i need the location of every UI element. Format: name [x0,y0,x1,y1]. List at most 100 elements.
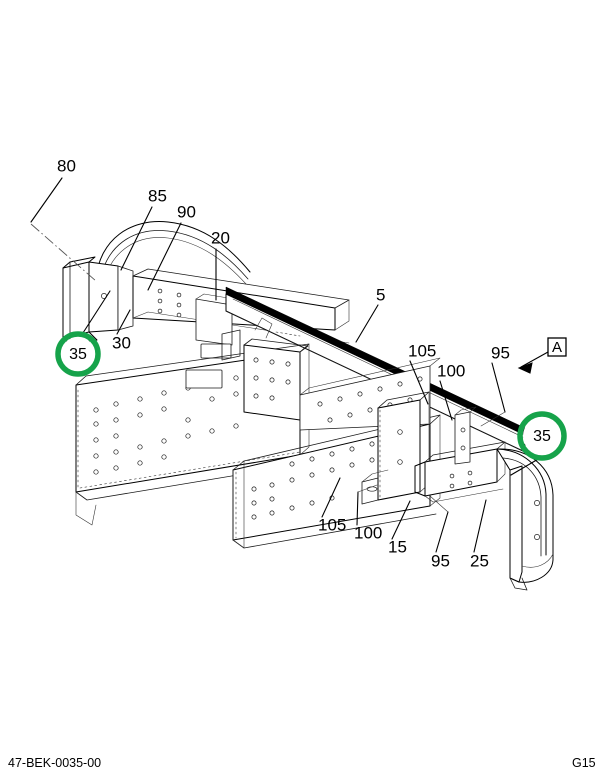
beam-hole [176,292,182,298]
beam-hole [157,298,163,304]
leader-15 [391,500,411,540]
callout-105-9: 105 [318,515,346,534]
left-frame-top-flange [75,343,310,386]
right-frame-right-edge [429,414,441,507]
wrap-hole [534,534,540,540]
right-end-wrap-outer [496,448,554,583]
beam-hole [176,302,182,308]
callout-80-0: 80 [57,156,76,175]
left-frame-rivet-strip [79,451,301,489]
ring-right-fill [523,417,561,455]
ring-left-fill [61,337,95,371]
leader-80-dashdot [30,223,97,282]
callout-30-4: 30 [112,333,131,352]
upper-beam-top [132,268,350,309]
leader-95-bottom [435,511,449,553]
center-window-slot [185,369,223,389]
left-endcap-front-face [88,261,119,333]
ring-left-label: 35 [69,346,87,363]
view-arrow-head [517,362,533,374]
view-direction-marker: A [517,337,567,374]
beam-hole [467,470,473,476]
callout-20-3: 20 [211,228,230,247]
rail-highlight [232,298,530,441]
leader-30 [116,309,131,335]
right-end-wrap-inner2 [502,457,542,557]
leader-105-bottom [321,477,341,518]
bumper-arch-inner2 [102,237,247,289]
mount-bracket-foot [361,477,379,505]
leader-lines [30,177,541,553]
leader-95-top-tail [480,411,506,427]
leader-105-top [409,360,429,405]
ring-right [517,411,567,461]
callout-105-6: 105 [408,341,436,360]
left-endcap-top-lip [62,256,96,269]
leader-5 [355,304,379,343]
left-endcap-outer-face [62,261,90,339]
right-end-wrap-side-face [509,465,523,583]
beam-hole [157,288,163,294]
gusset-hole [460,445,466,451]
beam-hole [467,480,473,486]
view-letter-a: A [552,339,562,356]
callout-100-7: 100 [437,361,465,380]
callout-100-10: 100 [354,523,382,542]
callout-15-11: 15 [388,537,407,556]
right-end-wrap-bottom-curve [521,553,554,568]
leader-100-bottom-tail [357,484,378,493]
beam-hole [449,483,455,489]
highlight-ring-layer: 35 35 [55,331,567,461]
right-lower-beam-bottom [424,488,504,503]
leader-95-top [491,362,506,413]
leader-100-top [439,380,453,421]
left-frame-right-edge [299,343,310,456]
leader-35-right [510,457,541,476]
beam-hole [157,308,163,314]
beam-hole [176,312,182,318]
beam-hole [449,473,455,479]
ring-left [55,331,101,377]
leader-85 [120,206,153,271]
callout-90-2: 90 [177,202,196,221]
bumper-arch-inner [99,230,249,284]
leader-95-bottom-tail [429,495,449,513]
leader-35-left [80,290,111,337]
right-frame-upper-top [299,357,441,396]
center-rivet-strip [275,331,301,337]
leader-100-bottom [356,491,359,526]
mount-bracket-hole [397,459,403,465]
callout-95-12: 95 [431,551,450,570]
right-gusset [454,411,471,465]
callout-85-1: 85 [148,186,167,205]
center-crossmember [185,317,309,421]
ring-right-label: 35 [533,428,551,445]
bumper-arch-outer [95,221,251,279]
center-rivets [253,357,291,401]
center-tab [221,329,241,361]
footer-part-number: 47-BEK-0035-00 [8,756,101,770]
access-slot [200,343,232,359]
mount-bracket-face [377,399,421,501]
center-plate [243,344,301,421]
right-end-wrap-bottom-lip [509,577,528,591]
right-end-wrap-inner-edge [496,448,547,556]
wrap-hole [534,500,540,506]
footer-page-code: G15 [572,756,596,770]
view-arrow-shaft [520,351,549,368]
left-frame-bottom-curl [75,491,97,526]
callout-95-8: 95 [491,343,510,362]
mount-bracket-hole [397,429,403,435]
leader-80 [30,177,63,223]
right-gusset-top [454,406,477,416]
left-endcap-return [117,265,134,331]
gusset-hole [460,427,466,433]
right-lower-beam-left-end [414,461,426,497]
leader-90 [147,222,182,291]
center-notch [254,317,273,339]
right-lower-bumper-beam [414,406,506,503]
upper-beam-right-end [334,299,350,331]
bumper-mount-bracket [361,391,430,505]
